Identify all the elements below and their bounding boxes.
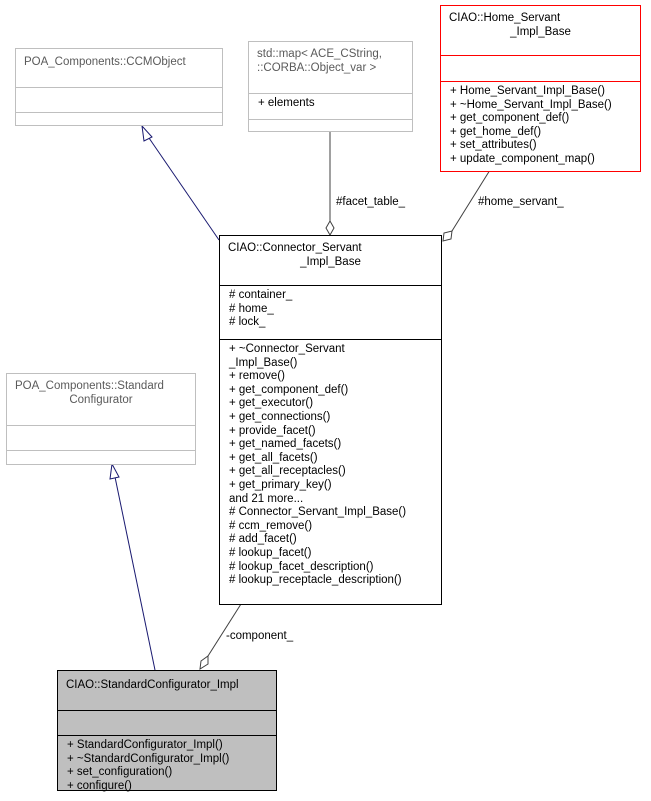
method-row: # ccm_remove() [229,519,313,532]
edge-label-home-servant: #home_servant_ [478,196,564,208]
method-row: + set_attributes() [450,139,537,152]
method-row: # lookup_facet_description() [229,560,374,573]
inheritance-arrowhead-ccmobject [141,124,153,142]
attribute-row: # container_ [229,289,293,301]
class-title-std-map: std::map< ACE_CString, ::CORBA::Object_v… [249,42,412,93]
method-row: + get_connections() [229,410,331,423]
class-title-standard-configurator-line2: Configurator [69,394,133,406]
class-title-home-servant-line2: _Impl_Base [510,26,571,38]
class-title-standard-configurator-impl: CIAO::StandardConfigurator_Impl [66,679,239,691]
method-row: + update_component_map() [450,152,595,165]
class-title-connector-servant-line1: CIAO::Connector_Servant [228,242,362,254]
class-title-std-map-line2: ::CORBA::Object_var > [257,62,377,74]
class-title-connector-servant: CIAO::Connector_Servant _Impl_Base [220,236,441,285]
class-title-home-servant: CIAO::Home_Servant _Impl_Base [441,6,640,55]
class-methods-standard-configurator [7,450,195,473]
more-methods-link[interactable]: and 21 more... [229,492,304,505]
class-attributes-connector-servant: # container_ # home_ # lock_ [220,285,441,339]
method-row: + remove() [229,370,285,383]
method-row: + StandardConfigurator_Impl() [67,739,223,751]
method-row: + ~Connector_Servant [229,343,345,355]
class-attributes-standard-configurator [7,425,195,450]
attribute-row: # lock_ [229,316,266,329]
method-row: # lookup_facet() [229,546,312,559]
aggregation-diamond-home-servant [442,230,453,242]
association-edge-home-servant [451,169,491,232]
method-row: + get_all_receptacles() [229,465,346,478]
class-box-home-servant[interactable]: CIAO::Home_Servant _Impl_Base + Home_Ser… [440,5,641,172]
class-title-std-map-line1: std::map< ACE_CString, [257,48,382,60]
method-row: + get_all_facets() [229,451,318,464]
class-box-connector-servant[interactable]: CIAO::Connector_Servant _Impl_Base # con… [219,235,442,605]
method-row: # Connector_Servant_Impl_Base() [229,506,407,519]
class-attributes-std-map: + elements [249,93,412,119]
method-row: + get_component_def() [229,383,349,396]
method-row: + get_home_def() [450,125,542,138]
association-edge-component [207,603,242,657]
class-box-standard-configurator[interactable]: POA_Components::Standard Configurator [6,373,196,465]
class-attributes-home-servant [441,55,640,81]
class-attributes-ccmobject [16,87,222,112]
class-box-std-map[interactable]: std::map< ACE_CString, ::CORBA::Object_v… [248,41,413,132]
method-row: # add_facet() [229,533,297,546]
edge-label-facet-table: #facet_table_ [336,196,406,208]
inheritance-edge-impl-to-standardconfigurator [114,476,156,671]
inheritance-edge-connector-to-ccmobject [148,137,220,241]
inheritance-arrowhead-standardconfigurator [109,462,120,480]
method-row: _Impl_Base() [229,356,298,369]
method-row: + Home_Servant_Impl_Base() [450,85,606,97]
class-title-home-servant-line1: CIAO::Home_Servant [449,12,561,24]
method-row: + ~Home_Servant_Impl_Base() [450,98,612,111]
class-title-standard-configurator-line1: POA_Components::Standard [15,380,164,392]
class-title-ccmobject: POA_Components::CCMObject [24,56,186,68]
class-title-standard-configurator: POA_Components::Standard Configurator [7,374,195,425]
attribute-elements: + elements [258,97,315,109]
aggregation-diamond-facet-table [325,219,335,237]
class-title-connector-servant-line2: _Impl_Base [300,256,361,268]
class-methods-std-map [249,119,412,141]
method-row: + ~StandardConfigurator_Impl() [67,752,230,765]
class-box-standard-configurator-impl[interactable]: CIAO::StandardConfigurator_Impl + Standa… [57,670,277,792]
class-attributes-standard-configurator-impl [58,710,276,735]
class-box-ccmobject[interactable]: POA_Components::CCMObject [15,48,223,126]
method-row: + configure() [67,779,132,792]
method-row: # lookup_receptacle_description() [229,574,402,587]
method-row: + get_component_def() [450,112,570,125]
attribute-row: # home_ [229,302,274,315]
class-methods-ccmobject [16,112,222,137]
method-row: + set_configuration() [67,766,173,779]
edge-label-component: -component_ [226,630,294,642]
class-methods-home-servant: + Home_Servant_Impl_Base() + ~Home_Serva… [441,81,640,181]
method-row: + get_named_facets() [229,438,342,451]
aggregation-diamond-component [199,655,209,670]
method-row: + provide_facet() [229,424,316,437]
method-row: + get_primary_key() [229,478,332,491]
class-methods-connector-servant: + ~Connector_Servant _Impl_Base() + remo… [220,339,441,613]
class-methods-standard-configurator-impl: + StandardConfigurator_Impl() + ~Standar… [58,735,276,801]
method-row: + get_executor() [229,397,314,410]
